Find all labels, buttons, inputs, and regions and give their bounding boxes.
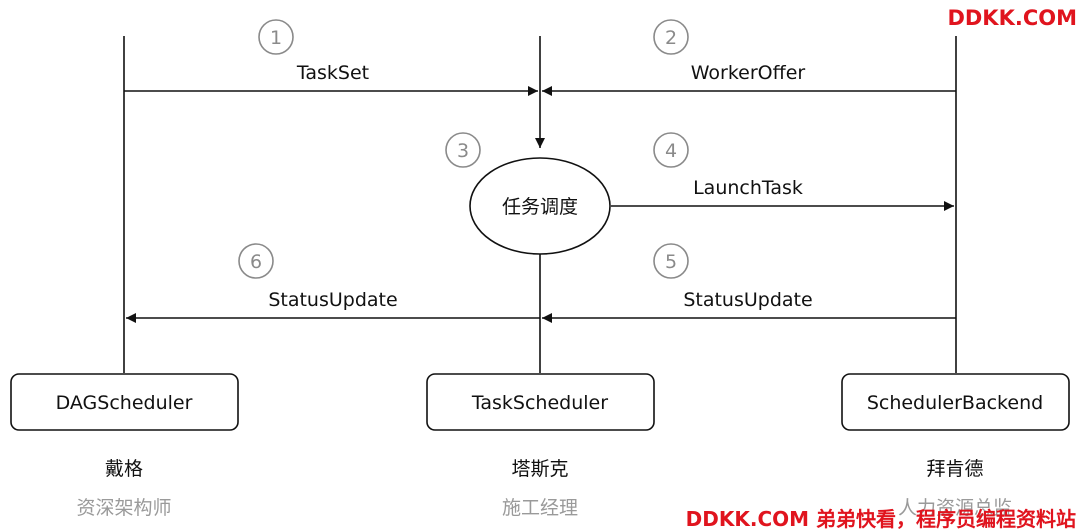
scheduler-backend-label: SchedulerBackend	[867, 392, 1043, 414]
step-1-number: 1	[270, 27, 282, 49]
step-4: 4	[653, 132, 689, 168]
person-name-dag: 戴格	[105, 458, 143, 480]
person-name-backend: 拜肯德	[926, 458, 983, 480]
task-scheduler-box: TaskScheduler	[426, 373, 655, 431]
step-5: 5	[653, 243, 689, 279]
person-role-backend: 人力资源总监	[898, 497, 1012, 519]
step-5-number: 5	[665, 251, 677, 273]
step-3: 3	[445, 132, 481, 168]
step-2: 2	[653, 19, 689, 55]
scheduling-node: 任务调度	[469, 157, 611, 255]
dag-scheduler-label: DAGScheduler	[56, 392, 193, 414]
step-2-number: 2	[665, 27, 677, 49]
taskset-label: TaskSet	[296, 62, 369, 84]
watermark-bottom: DDKK.COM 弟弟快看，程序员编程资料站	[686, 507, 1076, 531]
status-update-left-label: StatusUpdate	[268, 289, 397, 311]
step-4-number: 4	[665, 140, 677, 162]
worker-offer-label: WorkerOffer	[691, 62, 806, 84]
step-6-number: 6	[250, 251, 262, 273]
scheduling-node-label: 任务调度	[502, 196, 578, 218]
step-6: 6	[238, 243, 274, 279]
person-role-task: 施工经理	[502, 497, 578, 519]
scheduler-backend-box: SchedulerBackend	[841, 373, 1070, 431]
dag-scheduler-box: DAGScheduler	[10, 373, 239, 431]
status-update-right-label: StatusUpdate	[683, 289, 812, 311]
launch-task-label: LaunchTask	[693, 177, 803, 199]
person-name-task: 塔斯克	[511, 458, 568, 480]
watermark-top: DDKK.COM	[947, 6, 1077, 30]
task-scheduler-label: TaskScheduler	[471, 392, 608, 414]
person-role-dag: 资深架构师	[76, 497, 171, 519]
step-1: 1	[258, 19, 294, 55]
step-3-number: 3	[457, 140, 469, 162]
